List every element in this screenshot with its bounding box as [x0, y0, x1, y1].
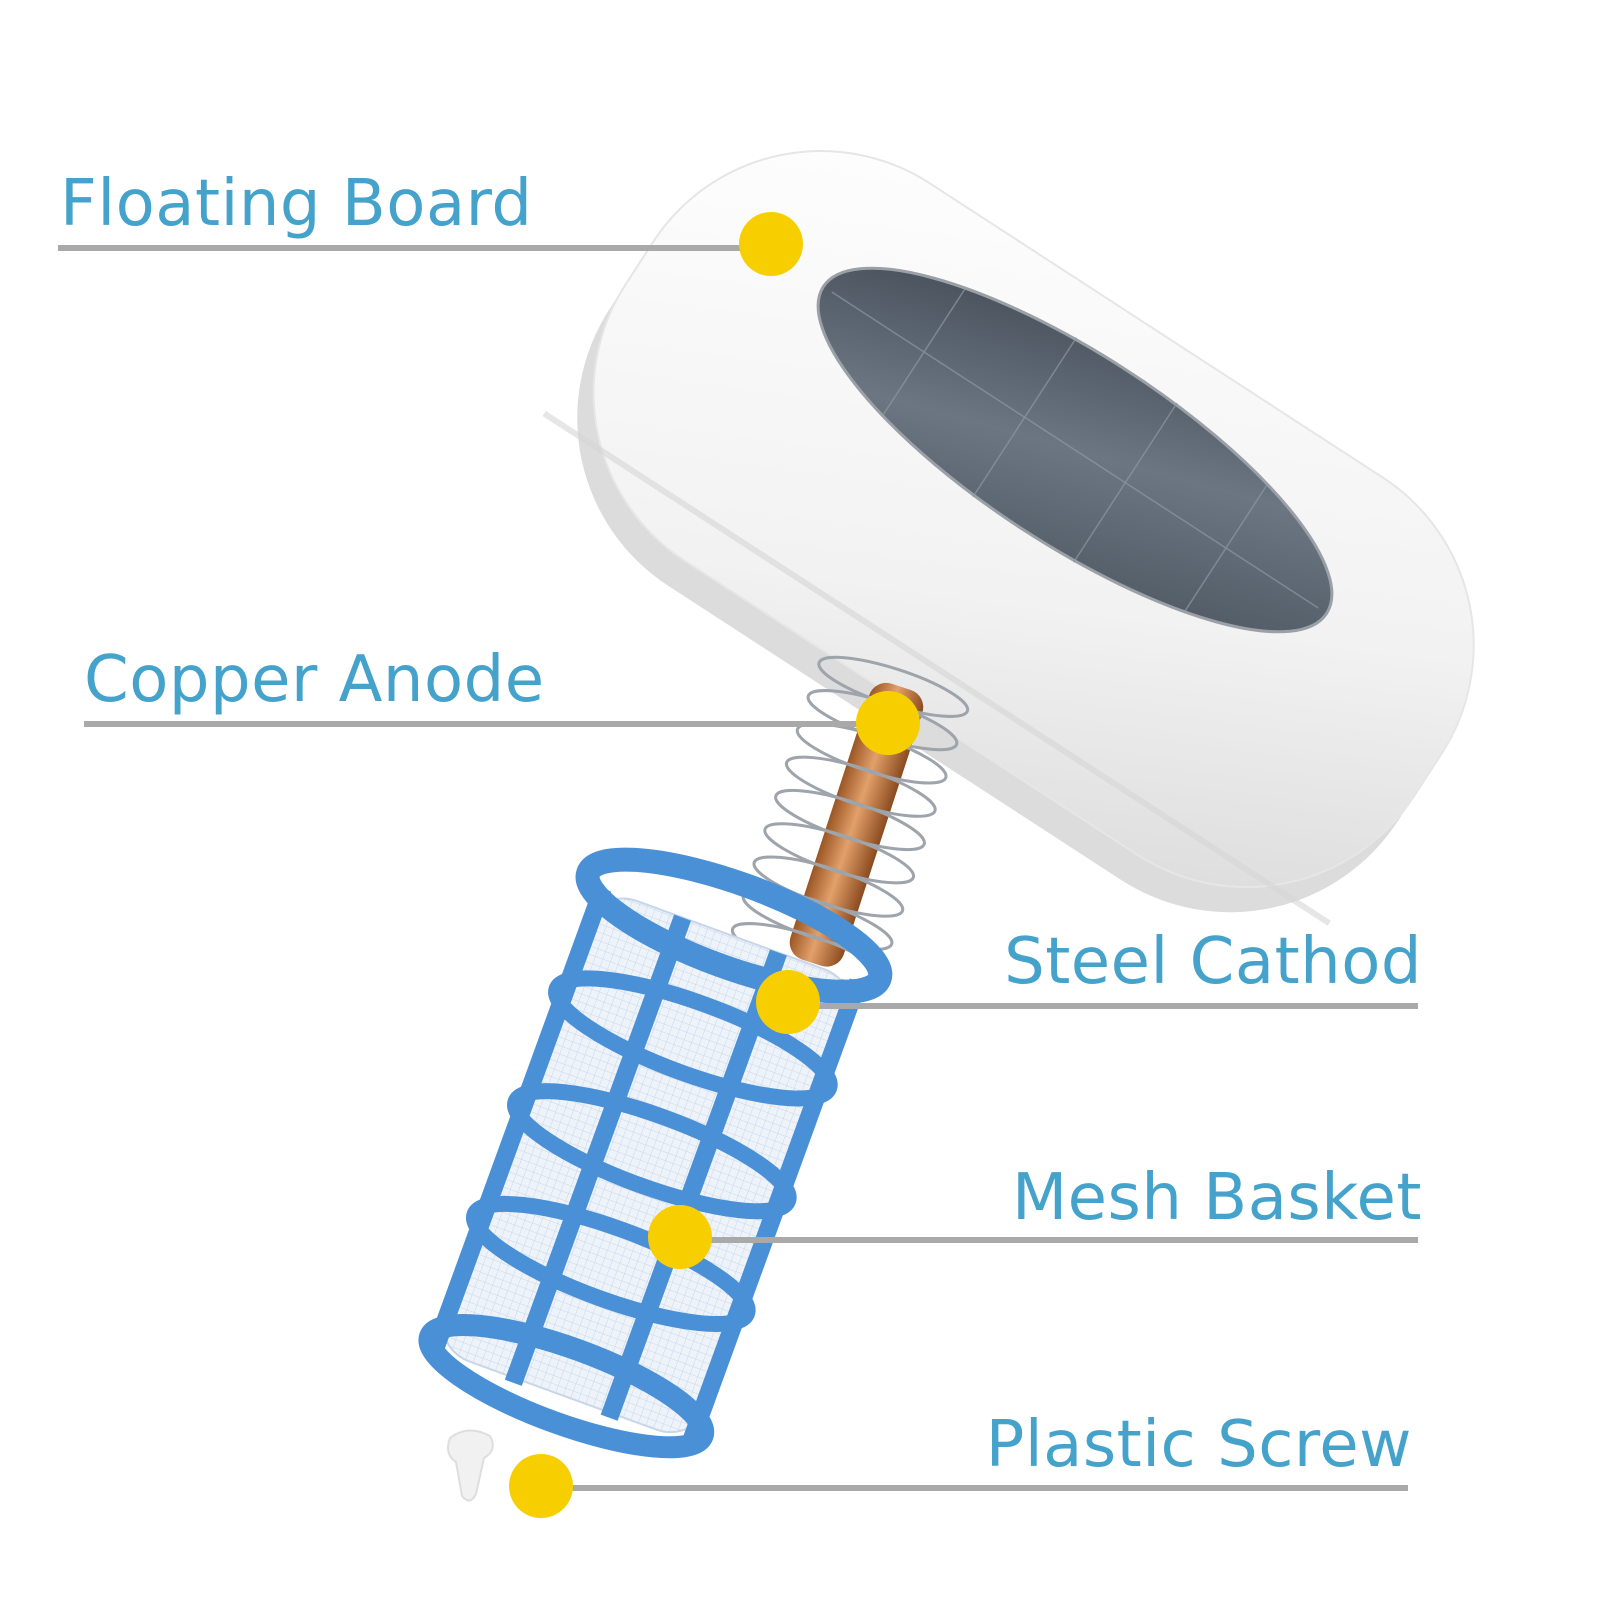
marker-dot-floating-board [739, 212, 803, 276]
label-floating-board: Floating Board [60, 167, 533, 241]
marker-dot-mesh-basket [648, 1205, 712, 1269]
marker-dot-steel-cathod [756, 970, 820, 1034]
label-plastic-screw: Plastic Screw [985, 1408, 1412, 1482]
mesh-basket-illustration [418, 847, 893, 1459]
marker-dots [509, 212, 920, 1518]
leader-lines [58, 245, 1418, 1491]
plastic-screw-illustration [447, 1429, 494, 1502]
solar-panel [816, 266, 1334, 634]
label-copper-anode: Copper Anode [84, 643, 545, 717]
floating-board-illustration [542, 150, 1475, 926]
label-steel-cathod: Steel Cathod [1004, 925, 1422, 999]
marker-dot-copper-anode [856, 691, 920, 755]
marker-dot-plastic-screw [509, 1454, 573, 1518]
label-mesh-basket: Mesh Basket [1011, 1161, 1422, 1235]
